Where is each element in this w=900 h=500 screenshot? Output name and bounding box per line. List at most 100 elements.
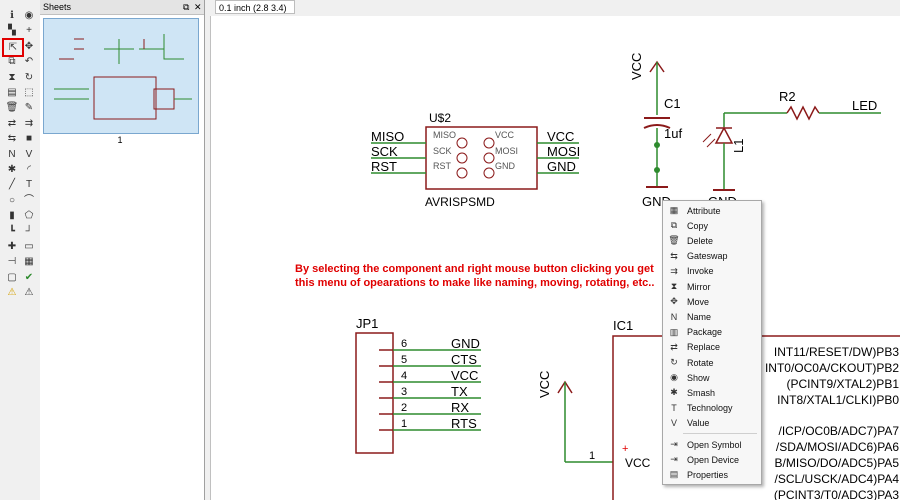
menu-item-gateswap[interactable]: ⇆Gateswap	[663, 249, 761, 264]
ic1-pin-number: 1	[589, 450, 595, 462]
capacitor-c1	[643, 60, 671, 188]
svg-text:+: +	[622, 443, 628, 455]
cross-icon[interactable]: +	[26, 25, 32, 37]
menu-item-open-device[interactable]: ⇥Open Device	[663, 452, 761, 467]
name-icon: N	[670, 311, 678, 322]
ic1-vcc-pin: VCC	[625, 456, 651, 470]
float-icon[interactable]: ⧉	[183, 2, 190, 12]
pin-icon[interactable]: ⊣	[7, 256, 17, 268]
mirror-icon[interactable]: ⧗	[8, 71, 16, 83]
replace-icon[interactable]: ⇄	[7, 117, 17, 129]
erc-icon[interactable]: ✔	[24, 271, 34, 283]
eye-icon: ◉	[670, 372, 678, 383]
undo-icon[interactable]: ↶	[24, 56, 34, 68]
ic1-signal: (PCINT9/XTAL2)PB1	[787, 377, 900, 391]
l1-name: L1	[731, 139, 746, 153]
menu-item-move[interactable]: ✥Move	[663, 294, 761, 309]
menu-item-smash[interactable]: ✱Smash	[663, 385, 761, 400]
swap-icon[interactable]: ⇆	[7, 133, 17, 145]
arc2-icon[interactable]: ⌒	[24, 194, 34, 206]
jp1-net: GND	[451, 336, 480, 351]
menu-item-label: Attribute	[687, 205, 721, 216]
ic1-signal: /SCL/USCK/ADC4)PA4	[775, 472, 900, 486]
menu-item-label: Show	[687, 372, 710, 383]
jp1-pin: 2	[401, 402, 407, 414]
delete-icon[interactable]: 🗑	[5, 102, 19, 114]
invoke-icon: ⇉	[670, 265, 678, 276]
menu-item-invoke[interactable]: ⇉Invoke	[663, 264, 761, 279]
eye-icon[interactable]: ◉	[24, 10, 34, 21]
layers-icon[interactable]: ▚	[8, 25, 16, 37]
ic1-signal: (PCINT3/T0/ADC3)PA3	[774, 488, 899, 500]
open-symbol-icon: ⇥	[670, 439, 678, 449]
rect-icon[interactable]: ▮	[9, 210, 15, 222]
menu-separator	[683, 433, 757, 434]
move-icon[interactable]: ✥	[24, 40, 34, 52]
sheets-header: Sheets ⧉ ✕	[40, 0, 204, 15]
info-icon[interactable]: ℹ	[10, 10, 14, 21]
circle-icon[interactable]: ○	[8, 194, 16, 206]
jp1-pin: 4	[401, 370, 407, 382]
text-icon[interactable]: T	[25, 179, 33, 191]
schematic-canvas[interactable]: U$2 AVRISPSMD MISO SCK RST VCC MOSI GND …	[210, 16, 900, 500]
u2-inner: MOSI	[495, 146, 518, 156]
u2-name: U$2	[429, 111, 451, 125]
paste-icon[interactable]: ▤	[7, 87, 17, 98]
c1-name: C1	[664, 96, 681, 111]
close-icon[interactable]: ✕	[194, 2, 202, 12]
arc-icon[interactable]: ◜	[27, 164, 31, 175]
menu-item-properties[interactable]: ▤Properties	[663, 467, 761, 482]
smash-icon: ✱	[670, 387, 678, 398]
mirror-icon: ⧗	[670, 281, 678, 291]
junction-icon[interactable]: ✚	[7, 241, 17, 252]
jp1-pin: 3	[401, 386, 407, 398]
menu-item-delete[interactable]: 🗑Delete	[663, 233, 761, 248]
name-icon[interactable]: N	[8, 148, 16, 160]
bus-icon[interactable]: ┗	[8, 225, 16, 237]
menu-item-label: Open Device	[687, 454, 740, 465]
sheets-panel: Sheets ⧉ ✕ 1	[40, 0, 205, 500]
stop-icon[interactable]: ■	[25, 133, 33, 145]
menu-item-package[interactable]: ▥Package	[663, 325, 761, 340]
menu-item-label: Gateswap	[687, 251, 728, 262]
select-icon[interactable]: ⇱	[2, 38, 24, 57]
value-icon[interactable]: V	[25, 148, 33, 160]
line-icon[interactable]: ╱	[8, 179, 16, 191]
u2-pin-right: MOSI	[547, 144, 580, 159]
polygon-icon[interactable]: ⬠	[24, 210, 34, 222]
group-icon[interactable]: ⬚	[24, 87, 34, 98]
menu-item-copy[interactable]: ⧉ Copy	[663, 218, 761, 233]
warning-icon[interactable]: ⚠	[24, 287, 34, 299]
menu-item-replace[interactable]: ⇄Replace	[663, 340, 761, 355]
frame-icon[interactable]: ▢	[7, 271, 17, 283]
copy-icon: ⧉	[670, 220, 678, 231]
sheets-title: Sheets	[43, 2, 72, 12]
menu-item-attribute[interactable]: ▦Attribute	[663, 203, 761, 218]
u2-pin-left: MISO	[371, 129, 404, 144]
menu-item-mirror[interactable]: ⧗Mirror	[663, 279, 761, 294]
smash-icon[interactable]: ✱	[7, 164, 17, 175]
led-l1	[702, 113, 735, 191]
menu-item-rotate[interactable]: ↻Rotate	[663, 355, 761, 370]
errors-icon[interactable]: ⚠	[7, 287, 17, 299]
menu-item-open-symbol[interactable]: ⇥Open Symbol	[663, 437, 761, 452]
value-icon: V	[670, 418, 677, 429]
attribute-icon[interactable]: ▦	[24, 256, 34, 268]
menu-item-label: Copy	[687, 220, 709, 231]
thumbnail-drawing	[54, 34, 192, 120]
copy-icon[interactable]: ⧉	[8, 56, 16, 68]
context-menu: ▦Attribute⧉Copy🗑Delete⇆Gateswap⇉Invoke⧗M…	[662, 200, 762, 485]
invoke-icon[interactable]: ⇉	[24, 117, 34, 129]
r2-name: R2	[779, 89, 796, 104]
wrench-icon[interactable]: ✎	[24, 102, 34, 114]
jp1-net: RTS	[451, 416, 477, 431]
menu-item-label: Move	[687, 296, 710, 307]
rotate-icon[interactable]: ↻	[24, 71, 34, 83]
label-icon[interactable]: ▭	[24, 241, 34, 252]
menu-item-show[interactable]: ◉ Show	[663, 370, 761, 385]
net-icon[interactable]: ┘	[25, 225, 33, 237]
sheet-thumbnail[interactable]	[43, 18, 199, 134]
